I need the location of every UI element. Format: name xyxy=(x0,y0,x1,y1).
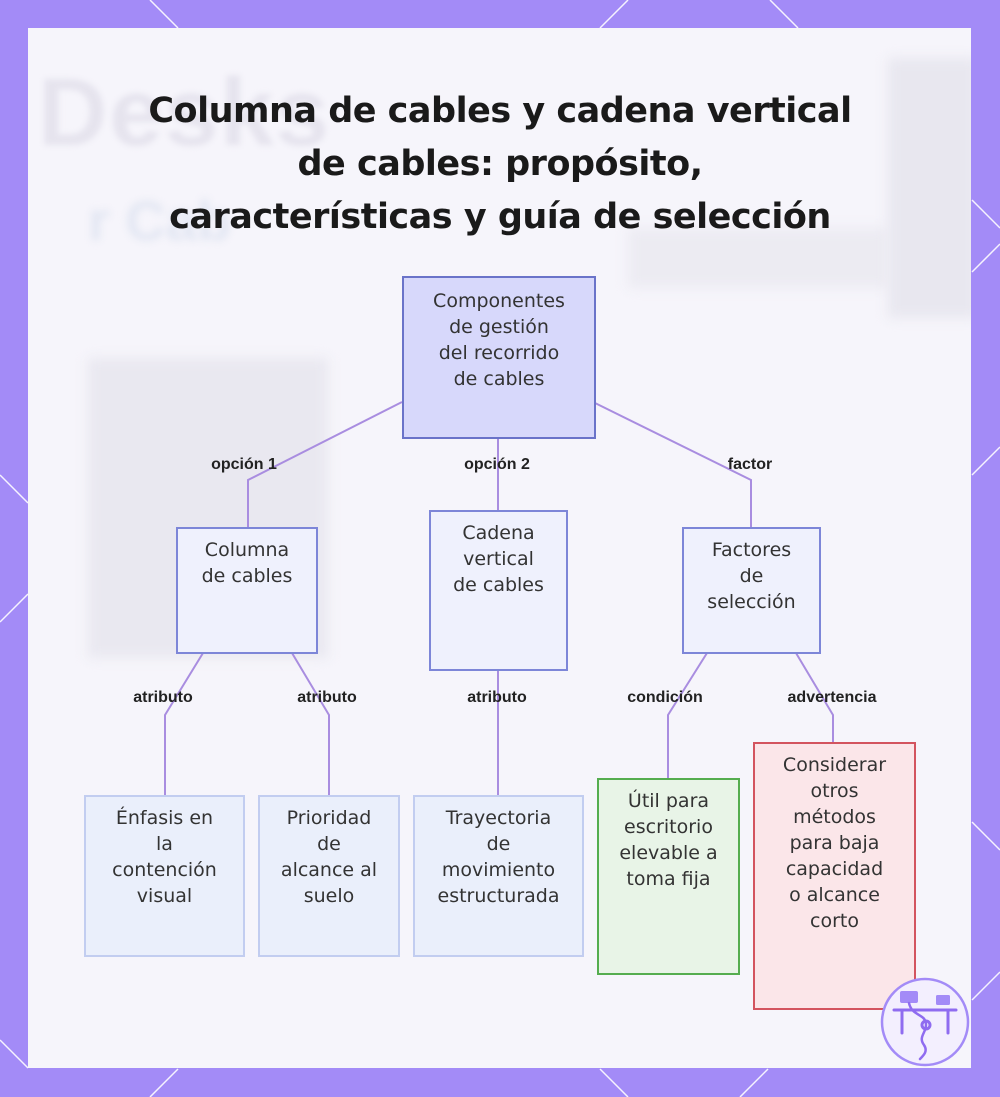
title-line: Columna de cables y cadena vertical xyxy=(148,91,852,131)
node-line: visual xyxy=(136,885,193,907)
node-columna-de-cables: Columna de cables xyxy=(176,527,318,654)
node-prioridad-alcance: Prioridad de alcance al suelo xyxy=(258,795,400,957)
edge-opcion-1 xyxy=(247,401,403,527)
background-text: r Cab xyxy=(88,189,232,252)
node-line: suelo xyxy=(303,885,355,907)
node-line: selección xyxy=(707,591,796,613)
edge-atributo-prioridad xyxy=(291,652,330,795)
edge-label-atributo: atributo xyxy=(297,689,357,706)
edge-label-atributo: atributo xyxy=(133,689,193,706)
node-line: Factores xyxy=(711,539,792,561)
node-line: Énfasis en xyxy=(115,807,214,829)
node-line: la xyxy=(156,833,173,855)
node-line: Columna xyxy=(204,539,290,561)
desk-cable-logo-icon xyxy=(880,977,970,1067)
edge-advertencia xyxy=(795,652,834,742)
background-blur-shape xyxy=(628,228,888,288)
node-line: Cadena xyxy=(462,522,535,544)
node-line: de cables xyxy=(453,574,544,596)
node-line: toma fija xyxy=(626,868,711,890)
edge-atributo-enfasis xyxy=(164,652,204,795)
background-blur-shape xyxy=(888,58,971,318)
node-line: Útil para xyxy=(627,790,710,812)
node-line: alcance al xyxy=(280,859,378,881)
node-cadena-vertical: Cadena vertical de cables xyxy=(429,510,568,671)
diagram-title: Columna de cables y cadena vertical de c… xyxy=(120,85,880,244)
node-line: Trayectoria xyxy=(445,807,552,829)
node-componentes-gestion: Componentes de gestión del recorrido de … xyxy=(402,276,596,439)
node-line: elevable a xyxy=(619,842,718,864)
edge-label-atributo: atributo xyxy=(467,689,527,706)
node-trayectoria-movimiento: Trayectoria de movimiento estructurada xyxy=(413,795,584,957)
node-line: vertical xyxy=(463,548,534,570)
node-line: contención xyxy=(112,859,217,881)
node-line: capacidad xyxy=(785,858,884,880)
node-enfasis-contencion: Énfasis en la contención visual xyxy=(84,795,245,957)
node-factores-seleccion: Factores de selección xyxy=(682,527,821,654)
edge-label-opcion-2: opción 2 xyxy=(464,456,530,473)
title-line: características y guía de selección xyxy=(169,197,831,237)
node-line: o alcance xyxy=(789,884,880,906)
node-line: de gestión xyxy=(449,316,549,338)
edge-condicion xyxy=(667,652,708,778)
node-util-escritorio: Útil para escritorio elevable a toma fij… xyxy=(597,778,740,975)
edge-factor xyxy=(594,402,752,527)
node-line: Componentes xyxy=(433,290,565,312)
node-line: métodos xyxy=(793,806,876,828)
node-line: para baja xyxy=(789,832,880,854)
title-line: de cables: propósito, xyxy=(297,144,703,184)
edge-label-factor: factor xyxy=(727,456,773,473)
node-line: de xyxy=(486,833,511,855)
node-line: de xyxy=(739,565,764,587)
node-line: estructurada xyxy=(437,885,560,907)
node-line: de cables xyxy=(453,368,545,390)
background-text: Desks xyxy=(38,59,331,166)
node-line: Considerar xyxy=(782,754,887,776)
edge-label-condicion: condición xyxy=(627,689,703,706)
node-line: escritorio xyxy=(624,816,713,838)
node-line: del recorrido xyxy=(438,342,560,364)
node-considerar-otros: Considerar otros métodos para baja capac… xyxy=(753,742,916,1010)
node-line: Prioridad xyxy=(286,807,372,829)
node-line: corto xyxy=(810,910,859,932)
edge-label-opcion-1: opción 1 xyxy=(211,456,277,473)
node-line: de cables xyxy=(201,565,293,587)
edge-label-advertencia: advertencia xyxy=(787,689,877,706)
node-line: movimiento xyxy=(441,859,556,881)
node-line: otros xyxy=(810,780,859,802)
node-line: de xyxy=(317,833,341,855)
